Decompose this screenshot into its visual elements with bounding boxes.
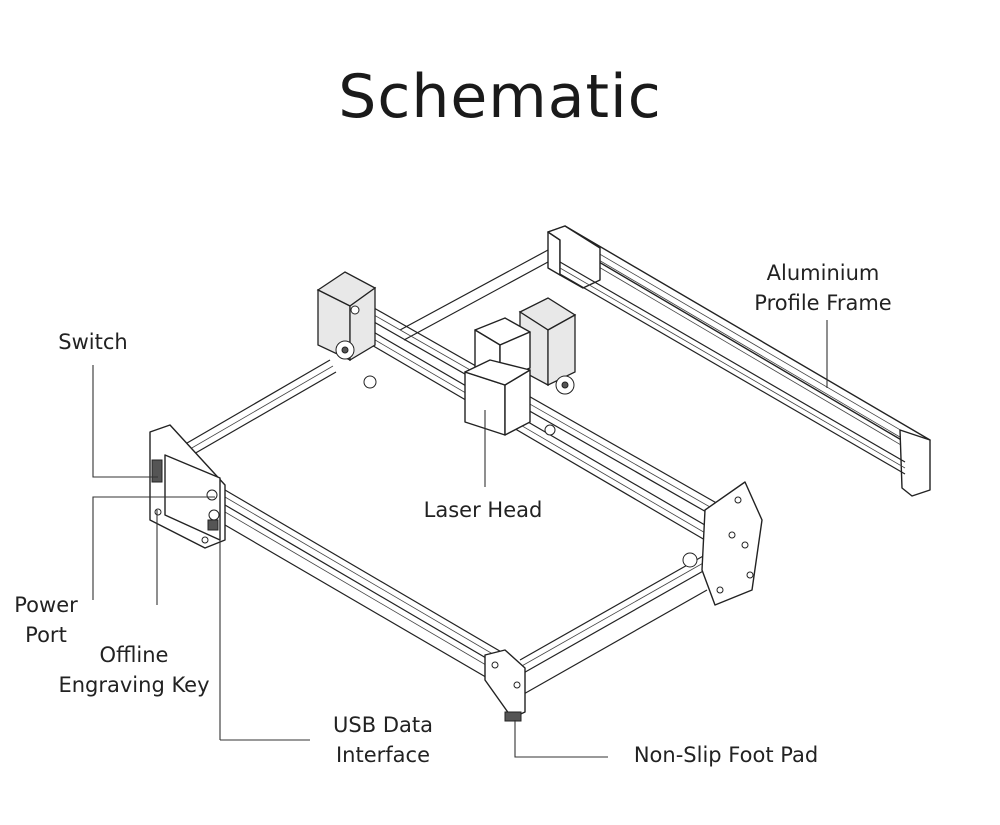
- right-end-plate: [682, 481, 763, 606]
- label-laser-head: Laser Head: [423, 498, 543, 522]
- left-rail: [174, 249, 549, 463]
- front-foot-plate: [484, 649, 526, 722]
- laser-head-drawing: [464, 317, 531, 436]
- label-aluminium-profile-frame: Aluminium Profile Frame: [754, 261, 892, 315]
- control-plate: [149, 424, 226, 549]
- right-rail: [547, 225, 931, 497]
- label-usb-data-interface: USB Data Interface: [333, 713, 433, 767]
- label-non-slip-foot-pad: Non-Slip Foot Pad: [633, 743, 819, 767]
- label-offline-engraving-key: Offline Engraving Key: [58, 643, 210, 697]
- label-power-port: Power Port: [14, 593, 78, 647]
- diagram-title: Schematic: [338, 62, 662, 132]
- lower-right-rail: [519, 554, 708, 696]
- front-rail: [224, 489, 521, 698]
- left-motor: [316, 271, 377, 389]
- gantry-rail: [359, 299, 721, 541]
- label-switch: Switch: [58, 330, 128, 354]
- leader-lines: [92, 320, 828, 758]
